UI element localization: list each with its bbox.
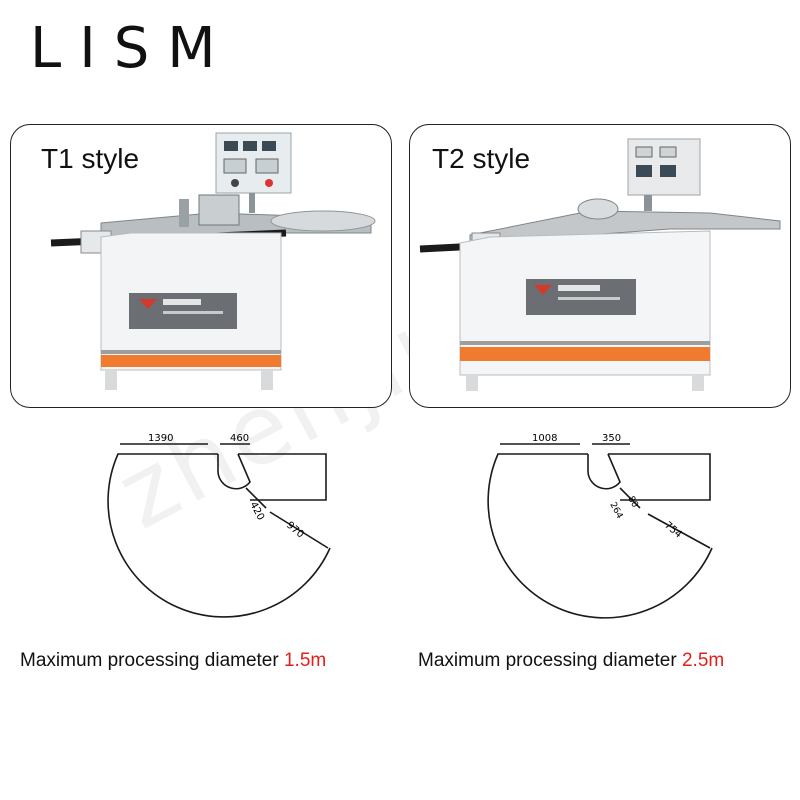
dim-label: 460 xyxy=(230,433,249,444)
caption-t1: Maximum processing diameter 1.5m xyxy=(20,650,326,672)
product-card-t1[interactable]: T1 style xyxy=(10,124,392,408)
caption-text: Maximum processing diameter xyxy=(418,650,677,671)
machine-image-t1 xyxy=(50,132,376,390)
style-label-t1: T1 style xyxy=(41,143,140,174)
dimension-diagram-t1: 1390 460 420 970 xyxy=(107,433,331,618)
dim-label: 1390 xyxy=(148,433,173,444)
dim-label: 80 xyxy=(625,495,639,510)
dim-label: 420 xyxy=(247,500,266,522)
dimension-diagram-t2: 1008 350 264 80 754 xyxy=(487,433,713,619)
product-card-t2[interactable]: T2 style xyxy=(409,124,791,408)
dim-label: 754 xyxy=(662,520,684,541)
style-label-t2: T2 style xyxy=(432,143,531,174)
caption-value: 2.5m xyxy=(681,650,725,671)
brand-logo: LISM xyxy=(30,16,234,81)
dim-label: 970 xyxy=(284,520,306,541)
dim-label: 350 xyxy=(602,433,621,444)
dim-label: 1008 xyxy=(532,433,557,444)
dim-label: 264 xyxy=(607,501,624,521)
caption-value: 1.5m xyxy=(283,650,327,671)
machine-image-t2 xyxy=(419,138,781,391)
caption-t2: Maximum processing diameter 2.5m xyxy=(418,650,724,672)
caption-text: Maximum processing diameter xyxy=(20,650,279,671)
